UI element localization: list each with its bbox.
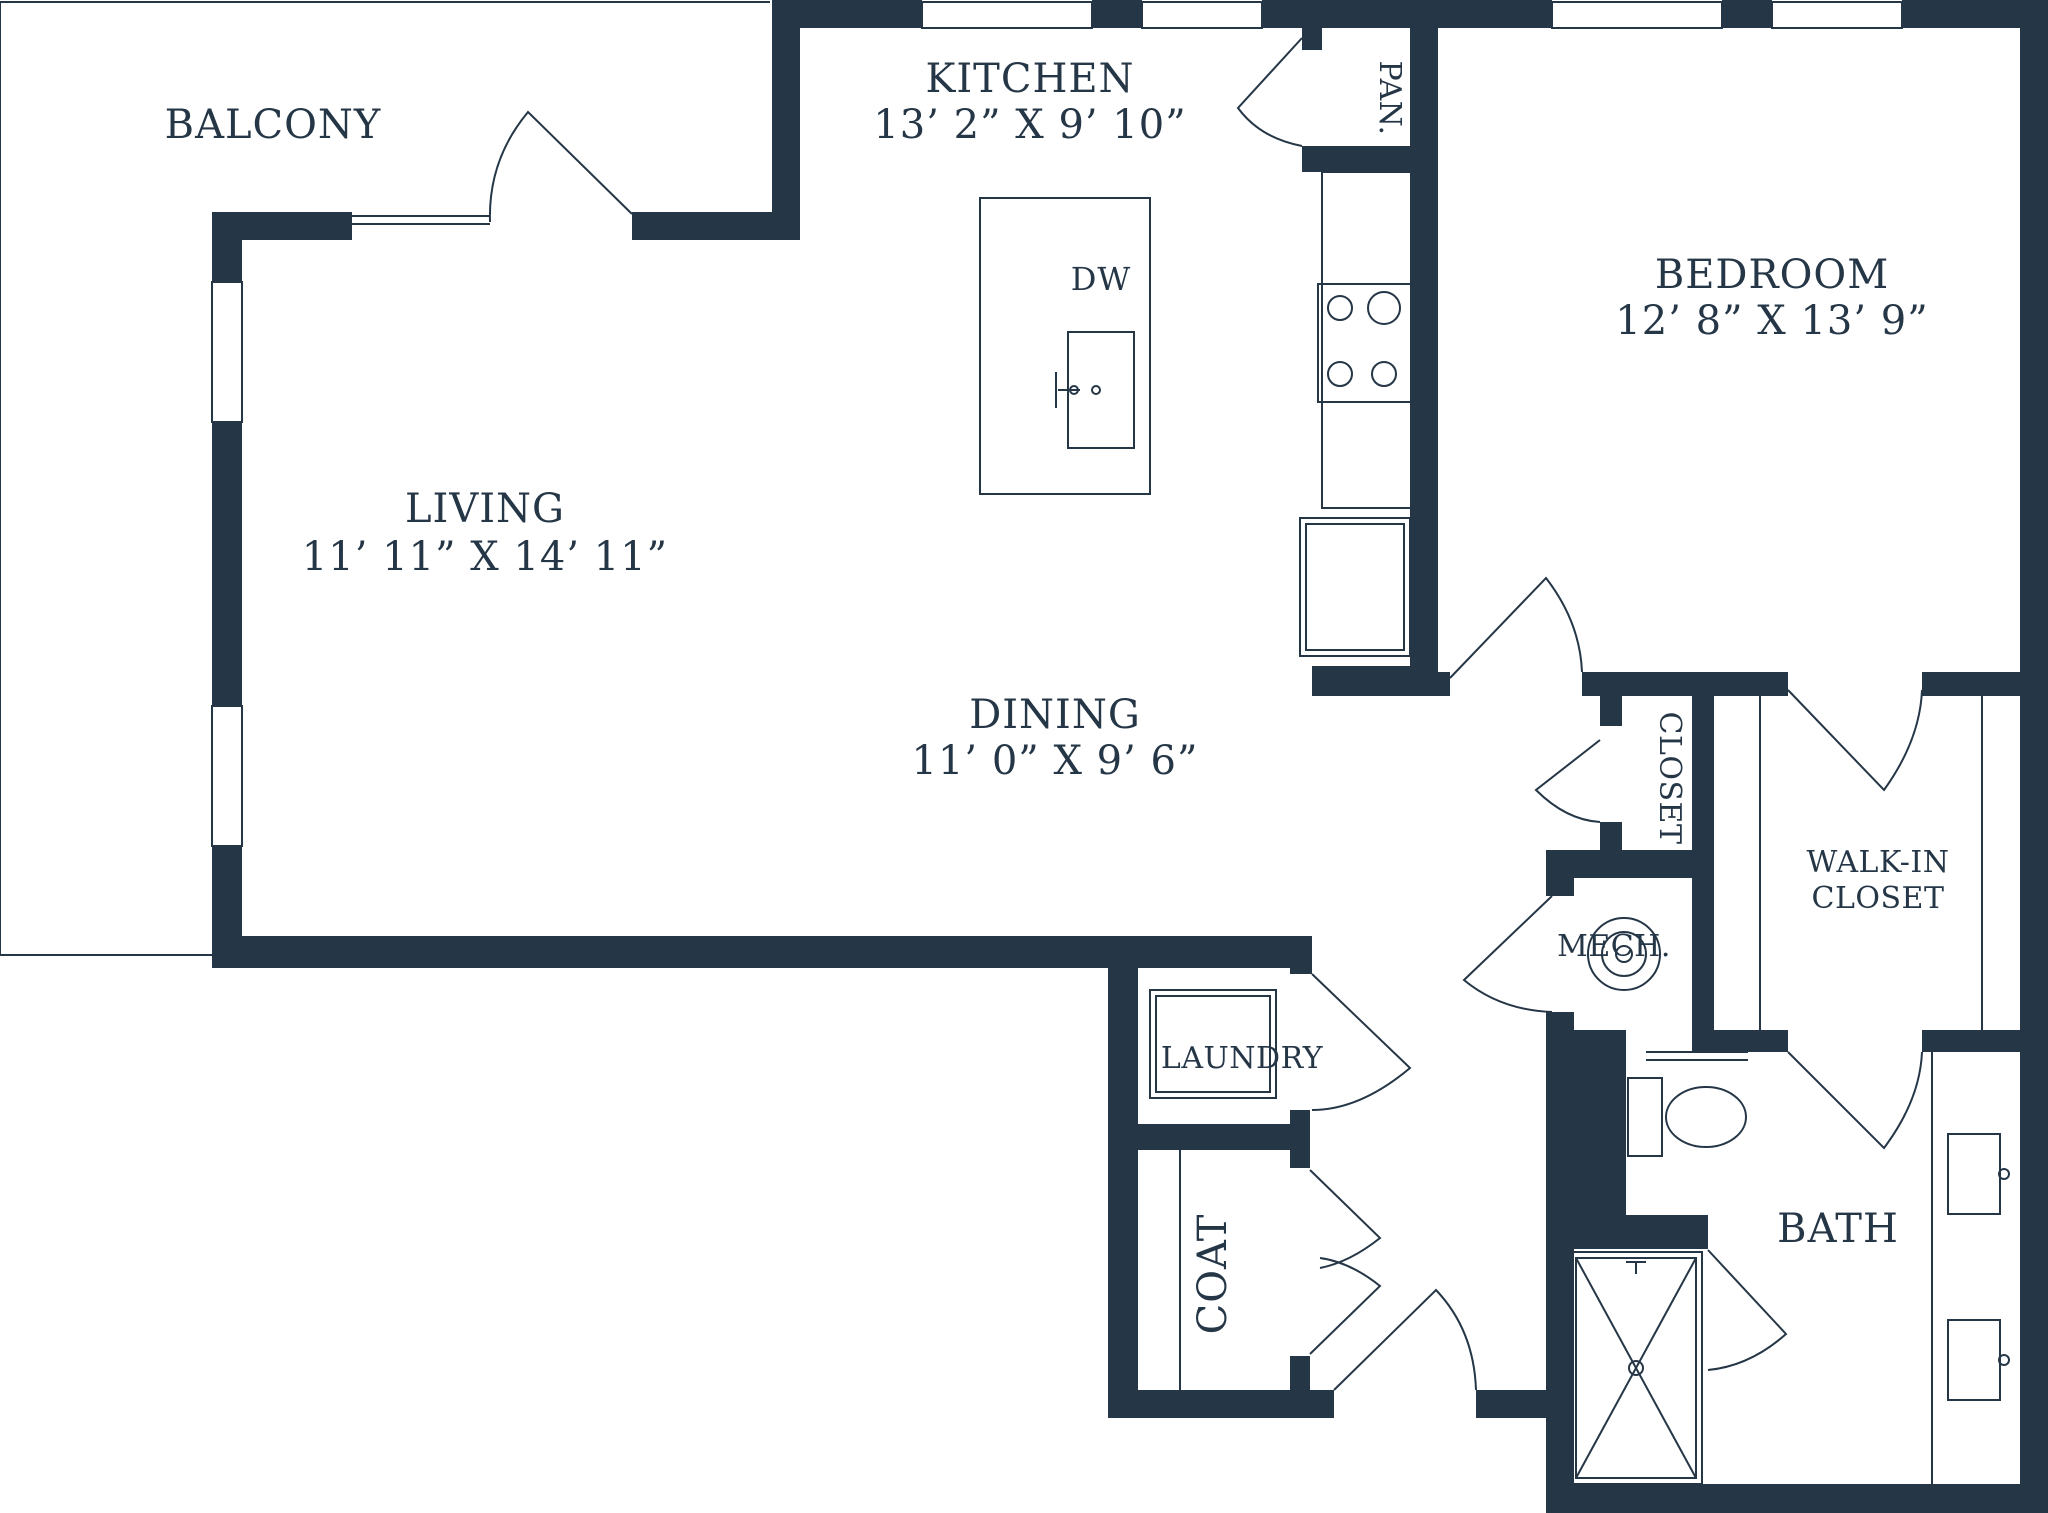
laundry-label: LAUNDRY xyxy=(1161,1041,1324,1076)
walkin-closet-label: WALK-IN xyxy=(1807,845,1950,880)
pantry-label: PAN. xyxy=(1372,61,1407,136)
dining-label: DINING xyxy=(969,692,1141,738)
mech-label: MECH. xyxy=(1557,929,1671,964)
closet-shelf xyxy=(1759,696,1983,1030)
windows xyxy=(211,1,1903,847)
dishwasher-label: DW xyxy=(1071,260,1132,298)
kitchen-label: KITCHEN xyxy=(925,56,1134,102)
coat-label: COAT xyxy=(1190,1214,1236,1335)
walkin-closet-label-line2: CLOSET xyxy=(1812,881,1945,916)
walls xyxy=(212,0,2048,1513)
laundry-machine xyxy=(1149,989,1277,1099)
kitchen-counter xyxy=(1299,171,1415,657)
bedroom-label: BEDROOM xyxy=(1655,252,1889,298)
bedroom-dims: 12’ 8” X 13’ 9” xyxy=(1615,298,1928,344)
shower xyxy=(1569,1251,1703,1485)
bath-label: BATH xyxy=(1777,1206,1899,1252)
balcony-label: BALCONY xyxy=(165,102,382,148)
living-dims: 11’ 11” X 14’ 11” xyxy=(302,534,668,580)
living-label: LIVING xyxy=(405,486,565,532)
balcony-outline xyxy=(0,1,770,956)
bath-fixtures xyxy=(1627,1051,2010,1484)
dining-dims: 11’ 0” X 9’ 6” xyxy=(912,738,1199,784)
water-heater xyxy=(1587,917,1661,991)
closet-label: CLOSET xyxy=(1652,712,1687,845)
kitchen-island xyxy=(979,197,1151,495)
doors xyxy=(488,37,1923,1391)
kitchen-dims: 13’ 2” X 9’ 10” xyxy=(873,102,1186,148)
